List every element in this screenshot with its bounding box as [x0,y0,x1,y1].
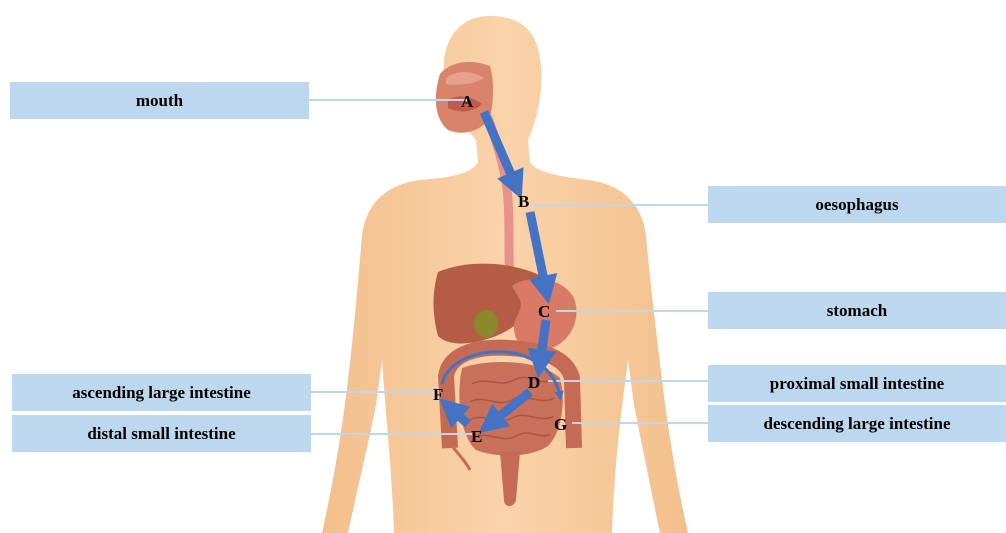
arrow-c-to-d [540,320,546,364]
label-distal-small-intestine: distal small intestine [12,415,311,452]
point-d: D [528,373,540,392]
label-ascending-large-intestine: ascending large intestine [12,374,311,411]
point-f: F [433,385,443,404]
point-a: A [461,92,474,111]
point-g: G [554,415,567,434]
gallbladder-shape [474,310,498,338]
point-c: C [538,302,550,321]
label-descending-large-intestine: descending large intestine [708,405,1006,442]
label-mouth: mouth [10,82,309,119]
label-stomach: stomach [708,292,1006,329]
label-oesophagus: oesophagus [708,186,1006,223]
point-b: B [518,192,529,211]
point-e: E [471,427,482,446]
label-proximal-small-intestine: proximal small intestine [708,365,1006,402]
